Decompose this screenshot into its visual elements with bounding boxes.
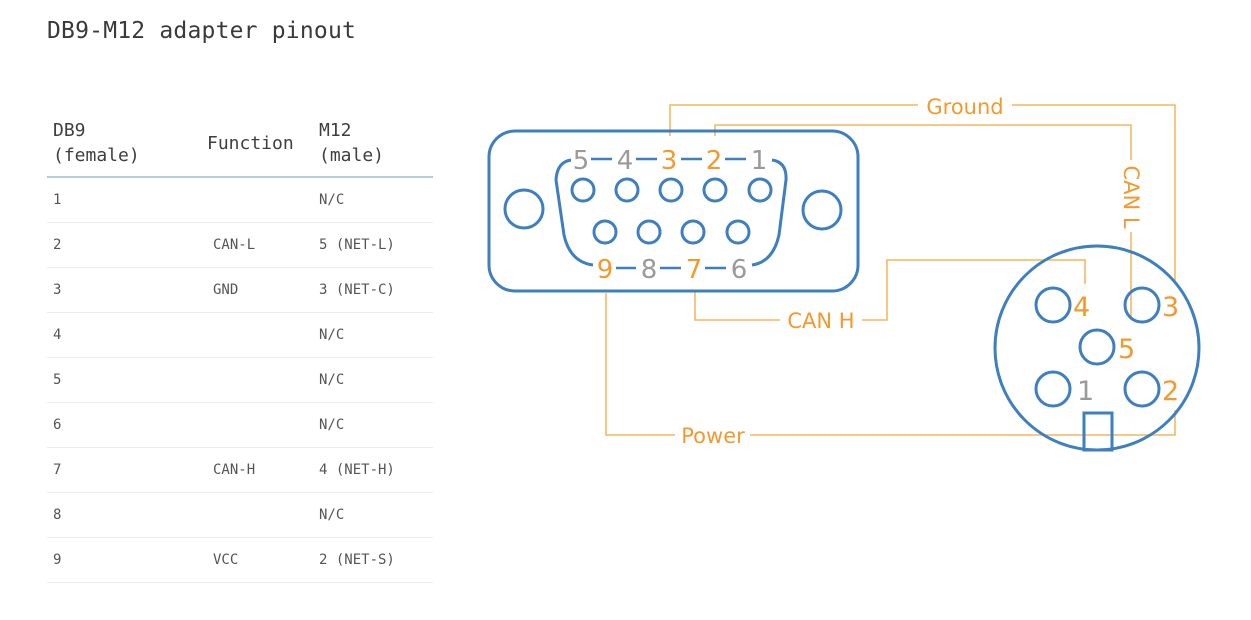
- db9-pin-label-1: 1: [751, 146, 768, 176]
- table-row: 1 N/C: [47, 177, 433, 223]
- db9-pin-3: [658, 177, 684, 203]
- db9-pin-label-3: 3: [661, 146, 678, 176]
- db9-pin-label-5: 5: [573, 146, 590, 176]
- cell-db9: 9: [47, 537, 201, 583]
- cell-function: CAN-L: [201, 222, 313, 268]
- wire-label-ground: Ground: [926, 95, 1003, 119]
- cell-m12: N/C: [313, 402, 433, 448]
- db9-shell: [487, 129, 860, 293]
- cell-db9: 4: [47, 312, 201, 358]
- header-db9-line1: DB9: [53, 120, 86, 141]
- cell-db9: 3: [47, 267, 201, 313]
- cell-function: VCC: [201, 537, 313, 583]
- db9-pin-6: [725, 219, 751, 245]
- wire-ground: [669, 104, 918, 136]
- cell-function: [201, 492, 313, 538]
- db9-pin-4: [614, 177, 640, 203]
- db9-pin-2: [702, 177, 728, 203]
- db9-pin-5: [570, 177, 596, 203]
- db9-pin-9: [592, 219, 618, 245]
- db9-mounting-hole-left: [503, 188, 545, 230]
- cell-db9: 6: [47, 402, 201, 448]
- header-m12-line1: M12: [319, 120, 352, 141]
- cell-db9: 7: [47, 447, 201, 493]
- cell-function: GND: [201, 267, 313, 313]
- m12-pin-5: [1078, 328, 1116, 366]
- m12-shell: [993, 244, 1201, 452]
- db9-d-shape-right: [751, 158, 788, 267]
- cell-function: [201, 312, 313, 358]
- m12-key: [1082, 411, 1114, 452]
- wire-can-h-2: [862, 259, 1086, 321]
- cell-db9: 8: [47, 492, 201, 538]
- m12-pin-2: [1123, 370, 1161, 408]
- cell-m12: 3 (NET-C): [313, 267, 433, 313]
- m12-pin-label-3: 3: [1162, 292, 1179, 323]
- db9-pin-label-4: 4: [617, 146, 634, 176]
- cell-m12: N/C: [313, 312, 433, 358]
- cell-function: CAN-H: [201, 447, 313, 493]
- page-title: DB9-M12 adapter pinout: [47, 18, 357, 44]
- cell-function: [201, 177, 313, 223]
- table-row: 8 N/C: [47, 492, 433, 538]
- cell-function: [201, 402, 313, 448]
- db9-connector: [487, 129, 860, 293]
- wire-power-2: [750, 410, 1176, 436]
- table-row: 4 N/C: [47, 312, 433, 358]
- wire-ground-2: [1012, 104, 1176, 283]
- m12-connector: [993, 244, 1201, 452]
- db9-pin-8: [636, 219, 662, 245]
- table-row: 5 N/C: [47, 357, 433, 403]
- cell-m12: 4 (NET-H): [313, 447, 433, 493]
- m12-pin-label-1: 1: [1077, 376, 1094, 407]
- header-m12-line2: (male): [319, 145, 385, 166]
- header-db9: DB9 (female): [47, 112, 201, 178]
- wire-label-can-h: CAN H: [787, 309, 854, 333]
- m12-pin-label-4: 4: [1073, 292, 1090, 323]
- cell-db9: 1: [47, 177, 201, 223]
- cell-m12: N/C: [313, 177, 433, 223]
- m12-pin-label-5: 5: [1118, 334, 1135, 365]
- db9-pin-label-7: 7: [686, 255, 703, 285]
- wire-label-can-l: CAN L: [1119, 165, 1143, 228]
- cell-function: [201, 357, 313, 403]
- m12-pin-4: [1034, 286, 1072, 324]
- cell-m12: N/C: [313, 357, 433, 403]
- cell-db9: 5: [47, 357, 201, 403]
- cell-db9: 2: [47, 222, 201, 268]
- m12-pin-1: [1034, 370, 1072, 408]
- table-header-row: DB9 (female) Function M12 (male): [47, 112, 433, 178]
- cell-m12: 2 (NET-S): [313, 537, 433, 583]
- m12-pin-3: [1123, 286, 1161, 324]
- cell-m12: 5 (NET-L): [313, 222, 433, 268]
- wire-can-h: [694, 290, 780, 321]
- header-function: Function: [201, 112, 313, 178]
- db9-pin-label-9: 9: [597, 255, 614, 285]
- header-db9-line2: (female): [53, 145, 140, 166]
- wire-power: [605, 293, 675, 436]
- cell-m12: N/C: [313, 492, 433, 538]
- db9-pin-label-8: 8: [641, 255, 658, 285]
- db9-pin-label-6: 6: [731, 255, 748, 285]
- table-row: 6 N/C: [47, 402, 433, 448]
- db9-mounting-hole-right: [801, 189, 843, 231]
- m12-pin-label-2: 2: [1162, 376, 1179, 407]
- db9-pin-1: [747, 177, 773, 203]
- db9-d-shape-left: [554, 158, 594, 267]
- db9-pin-7: [680, 219, 706, 245]
- header-m12: M12 (male): [313, 112, 433, 178]
- wire-label-power: Power: [681, 424, 745, 448]
- db9-pin-label-2: 2: [706, 146, 723, 176]
